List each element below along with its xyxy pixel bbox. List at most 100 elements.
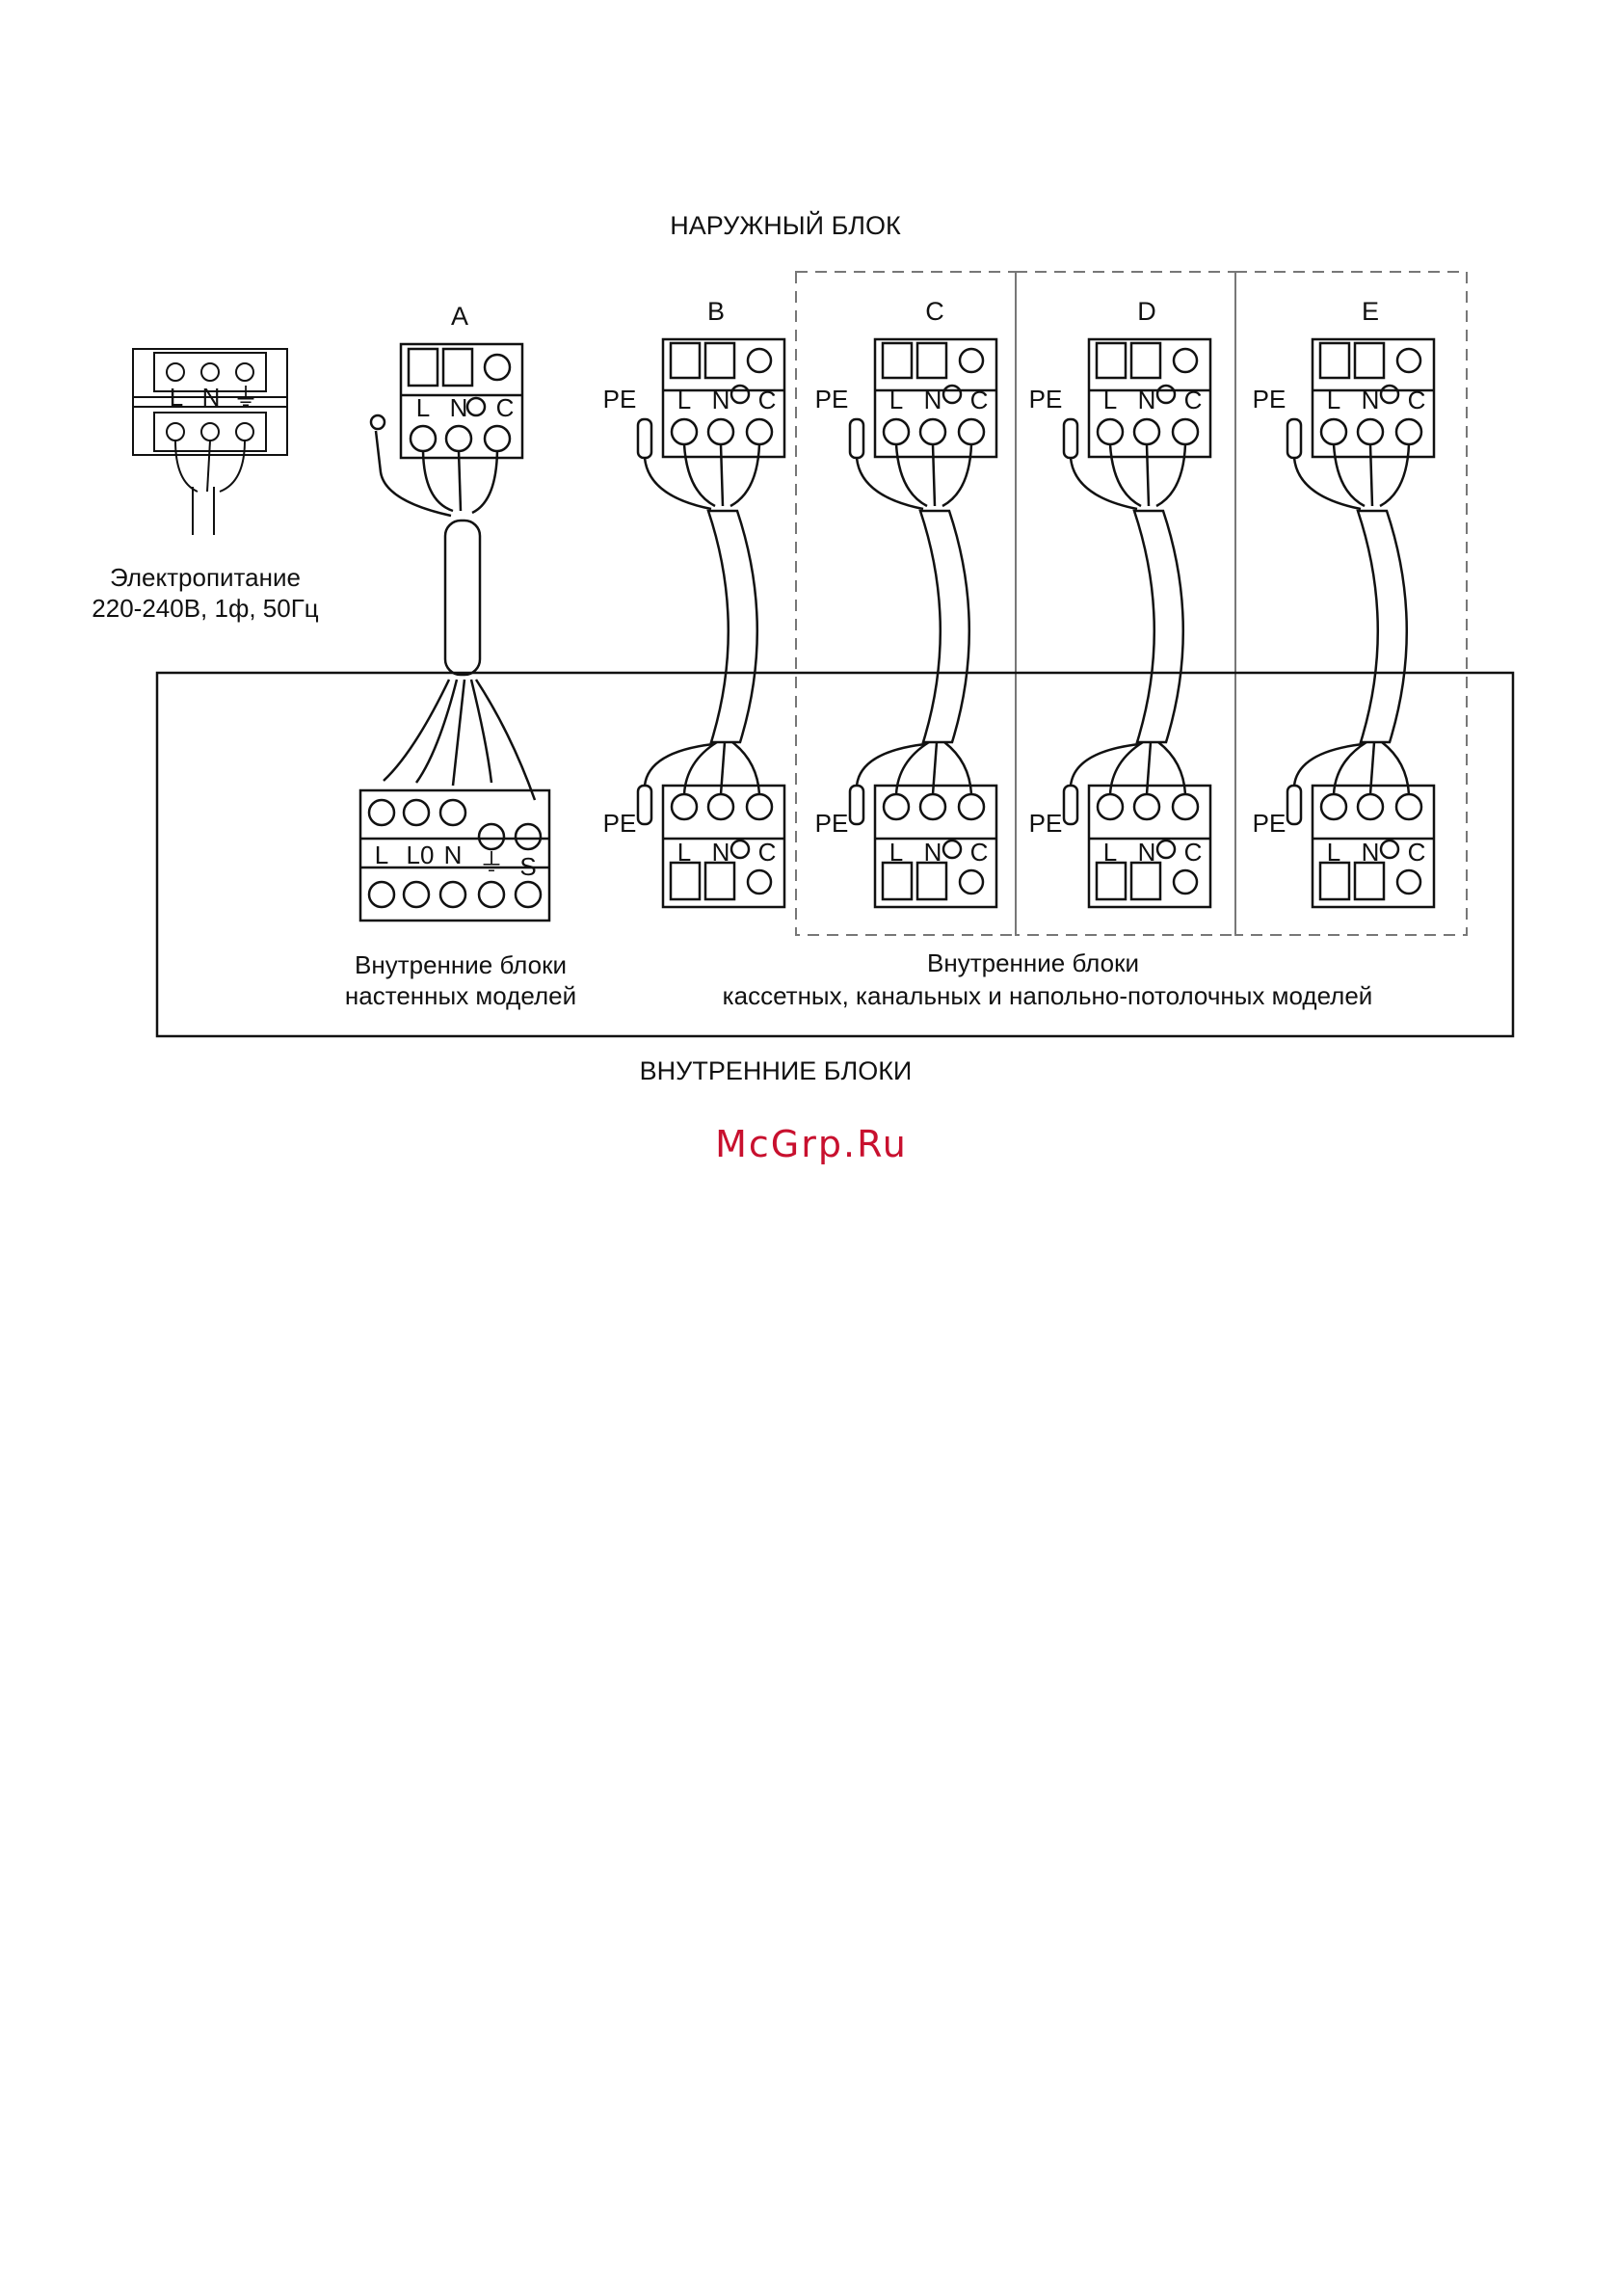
unit-e-indoor-slot-2 (1355, 863, 1384, 899)
unit-b-screw-2 (708, 419, 733, 444)
unit-d-pe-label: PE (1029, 385, 1063, 414)
unit-d-top-screw (1174, 349, 1197, 372)
unit-d-screw-2 (1134, 419, 1159, 444)
unit-b-cable (708, 511, 757, 742)
unit-b-indoor-slot-2 (705, 863, 734, 899)
wall-caption-2: настенных моделей (345, 981, 576, 1010)
unit-d (1064, 339, 1210, 907)
other-caption-1: Внутренние блоки (927, 948, 1139, 977)
unit-e-indoor-bottom-screw (1397, 870, 1420, 894)
unit-d-indoor-terminal-n: N (1138, 838, 1156, 867)
ps-terminal-l: L (170, 383, 183, 412)
unit-d-indoor-pe-label: PE (1029, 809, 1063, 838)
unit-d-indoor-terminal-l: L (1103, 838, 1117, 867)
unit-d-indoor-wire-pe (1071, 744, 1139, 786)
unit-d-indoor-screw-1 (1098, 794, 1123, 819)
unit-d-terminal-n: N (1138, 386, 1156, 414)
unit-d-indoor-screw-2 (1134, 794, 1159, 819)
unit-d-terminal-l: L (1103, 386, 1117, 414)
unit-b-indoor-wire-pe (645, 744, 713, 786)
unit-d-indoor-slot-1 (1097, 863, 1126, 899)
unit-c-terminal-c: C (970, 386, 989, 414)
unit-e-terminal-c: C (1408, 386, 1426, 414)
unit-c-ground-lug (850, 419, 863, 458)
unit-c-ring (943, 386, 961, 403)
unit-b-indoor-terminal-l: L (677, 838, 691, 867)
outdoor-heading: НАРУЖНЫЙ БЛОК (670, 210, 901, 240)
unit-e-ring (1381, 386, 1398, 403)
unit-e-pe-label: PE (1253, 385, 1286, 414)
unit-c-pe-label: PE (815, 385, 849, 414)
unit-c-indoor-slot-1 (883, 863, 912, 899)
unit-c-slot-2 (917, 343, 946, 378)
unit-c-terminal-n: N (924, 386, 942, 414)
wall-terminal-ground: ⏚ (479, 848, 504, 877)
unit-b-indoor-screw-2 (708, 794, 733, 819)
unit-e-top-screw (1397, 349, 1420, 372)
unit-c (850, 339, 996, 907)
unit-b-terminal-n: N (712, 386, 730, 414)
unit-b-indoor-terminal-c: C (758, 838, 777, 867)
unit-e (1287, 339, 1434, 907)
unit-b-wire-n (721, 444, 723, 506)
unit-c-terminal-l: L (889, 386, 903, 414)
unit-c-indoor-ground-lug (850, 786, 863, 824)
a-terminal-l: L (416, 393, 430, 422)
unit-e-label: E (1362, 297, 1379, 326)
unit-d-screw-3 (1173, 419, 1198, 444)
unit-b-label: B (707, 297, 725, 326)
unit-b-screw-1 (672, 419, 697, 444)
unit-e-indoor-screw-3 (1396, 794, 1421, 819)
unit-b-indoor-screw-1 (672, 794, 697, 819)
unit-b-indoor-pe-label: PE (603, 809, 637, 838)
unit-b-slot-2 (705, 343, 734, 378)
unit-d-screw-1 (1098, 419, 1123, 444)
unit-c-screw-3 (959, 419, 984, 444)
unit-d-cable (1134, 511, 1183, 742)
unit-c-indoor-terminal-c: C (970, 838, 989, 867)
unit-c-indoor-terminal-l: L (889, 838, 903, 867)
unit-d-slot-2 (1131, 343, 1160, 378)
unit-e-indoor-wire-pe (1294, 744, 1363, 786)
power-supply-label-1: Электропитание (110, 563, 301, 592)
unit-b-wire-l (684, 444, 715, 506)
unit-c-screw-2 (920, 419, 945, 444)
unit-c-wire-c (942, 444, 971, 506)
unit-e-indoor-screw-1 (1321, 794, 1346, 819)
wall-terminal-n: N (444, 841, 463, 869)
a-terminal-c: C (496, 393, 515, 422)
unit-c-indoor-slot-2 (917, 863, 946, 899)
unit-b-indoor-slot-1 (671, 863, 700, 899)
unit-d-indoor-bottom-screw (1174, 870, 1197, 894)
unit-b-wire-c (730, 444, 759, 506)
unit-e-indoor-terminal-l: L (1327, 838, 1340, 867)
unit-c-indoor-ring (943, 841, 961, 858)
unit-e-screw-3 (1396, 419, 1421, 444)
unit-c-top-screw (960, 349, 983, 372)
unit-d-terminal-c: C (1184, 386, 1203, 414)
unit-e-wire-n (1370, 444, 1372, 506)
unit-e-slot-1 (1320, 343, 1349, 378)
unit-c-indoor-screw-1 (884, 794, 909, 819)
unit-c-indoor-pe-label: PE (815, 809, 849, 838)
unit-b-ground-lug (638, 419, 651, 458)
unit-d-indoor-terminal-c: C (1184, 838, 1203, 867)
unit-a-label: A (451, 302, 468, 331)
unit-c-indoor-terminal-n: N (924, 838, 942, 867)
unit-d-wire-pe (1071, 458, 1137, 509)
unit-b-terminal-l: L (677, 386, 691, 414)
unit-b-indoor-bottom-screw (748, 870, 771, 894)
unit-d-indoor-ground-lug (1064, 786, 1077, 824)
unit-d-wire-l (1110, 444, 1141, 506)
unit-c-label: C (925, 297, 944, 326)
unit-e-indoor-pe-label: PE (1253, 809, 1286, 838)
wall-caption-1: Внутренние блоки (355, 950, 567, 979)
unit-b (638, 339, 784, 907)
unit-c-slot-1 (883, 343, 912, 378)
unit-e-indoor-ring (1381, 841, 1398, 858)
unit-b-indoor-ring (731, 841, 749, 858)
unit-b-indoor-ground-lug (638, 786, 651, 824)
unit-e-terminal-l: L (1327, 386, 1340, 414)
